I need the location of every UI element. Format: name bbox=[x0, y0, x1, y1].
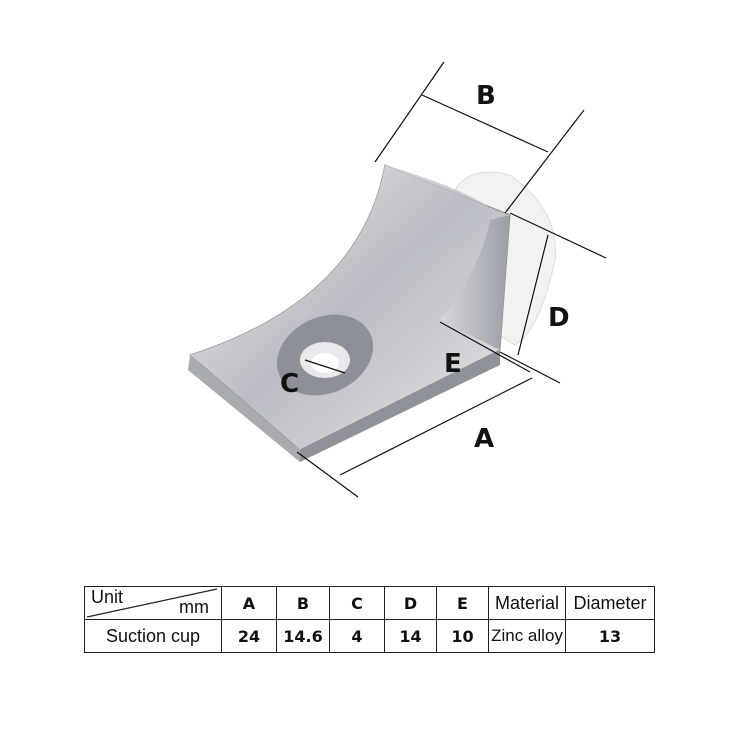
header-diameter: Diameter bbox=[565, 586, 655, 620]
unit-value: mm bbox=[179, 597, 209, 617]
header-a: A bbox=[221, 586, 277, 620]
value-b: 14.6 bbox=[276, 619, 330, 653]
value-c: 4 bbox=[329, 619, 385, 653]
label-b: B bbox=[476, 81, 496, 111]
value-material: Zinc alloy bbox=[488, 619, 566, 653]
value-e: 10 bbox=[436, 619, 489, 653]
header-d: D bbox=[384, 586, 437, 620]
dimension-table: Unit mm A B C D E Material Diameter Suct… bbox=[84, 586, 655, 653]
header-e: E bbox=[436, 586, 489, 620]
header-b: B bbox=[276, 586, 330, 620]
label-d: D bbox=[548, 303, 570, 333]
dimension-lines bbox=[296, 61, 607, 498]
unit-cell: Unit mm bbox=[84, 586, 222, 620]
value-d: 14 bbox=[384, 619, 437, 653]
header-c: C bbox=[329, 586, 385, 620]
table-row: Suction cup 24 14.6 4 14 10 Zinc alloy 1… bbox=[84, 619, 655, 653]
product-photo: B D E C A bbox=[188, 61, 607, 498]
bracket bbox=[188, 164, 511, 462]
label-a: A bbox=[474, 424, 494, 454]
label-e: E bbox=[444, 349, 462, 379]
label-c: C bbox=[280, 369, 299, 399]
unit-label: Unit bbox=[91, 587, 124, 607]
row-label: Suction cup bbox=[84, 619, 222, 653]
table-header-row: Unit mm A B C D E Material Diameter bbox=[84, 586, 655, 620]
header-material: Material bbox=[488, 586, 566, 620]
value-a: 24 bbox=[221, 619, 277, 653]
value-diameter: 13 bbox=[565, 619, 655, 653]
